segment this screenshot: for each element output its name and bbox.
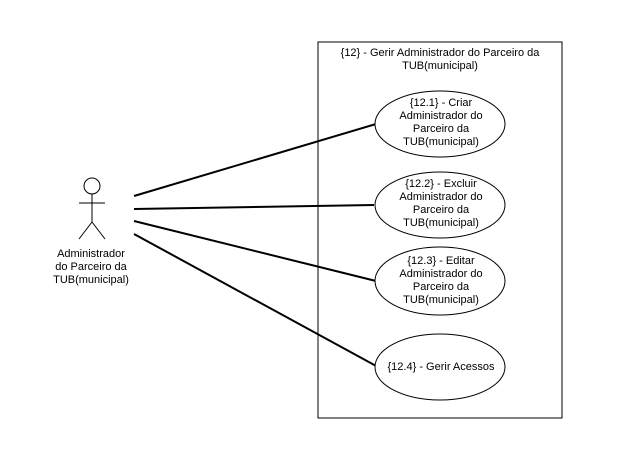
use-case-label-12-1: {12.1} - Criar Administrador do Parceiro… xyxy=(399,97,483,148)
association-line-12-4 xyxy=(133,233,379,368)
use-case-12-1[interactable] xyxy=(374,90,506,158)
association-line-12-1 xyxy=(133,123,377,197)
use-case-label-12-2: {12.2} - Excluir Administrador do Parcei… xyxy=(399,178,483,229)
use-case-12-3[interactable] xyxy=(374,246,506,316)
use-case-12-4[interactable] xyxy=(374,333,506,401)
use-case-12-2[interactable] xyxy=(374,171,506,239)
system-boundary-title: {12} - Gerir Administrador do Parceiro d… xyxy=(340,47,540,72)
association-line-12-3 xyxy=(133,220,377,282)
association-line-12-2 xyxy=(133,204,375,210)
actor-label: Administrador do Parceiro da TUB(municip… xyxy=(53,248,129,286)
use-case-label-12-3: {12.3} - Editar Administrador do Parceir… xyxy=(399,255,483,306)
use-case-label-12-4: {12.4} - Gerir Acessos xyxy=(387,361,495,373)
actor-stick-figure-icon[interactable] xyxy=(78,177,106,240)
